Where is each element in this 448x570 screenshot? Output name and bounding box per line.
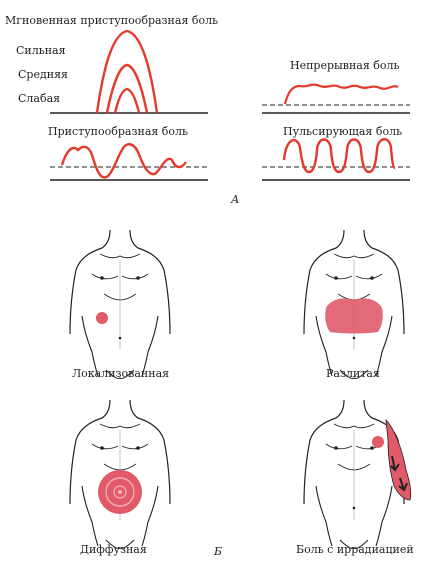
instant-pain-title: Мгновенная приступообразная боль [5,14,219,27]
paroxysmal-pain-curve [60,143,187,179]
continuous-pain-graph [262,83,410,114]
paroxysmal-pain-title: Приступообразная боль [48,125,189,138]
torso-localized [69,229,171,380]
spread-pain-area [325,298,383,334]
panel-a-label: А [231,193,240,206]
level-strong-label: Сильная [16,44,66,57]
irradiation-arrow-1 [390,455,400,472]
pulsating-pain-curve [282,138,396,174]
continuous-pain-title: Непрерывная боль [290,59,400,72]
level-weak-label: Слабая [18,92,61,105]
irradiation-arrow-2 [398,477,408,492]
pulsating-pain-title: Пульсирующая боль [283,125,403,138]
continuous-pain-curve [283,83,399,105]
pulsating-pain-graph [262,138,410,181]
torso-diffuse [69,399,171,550]
irradiation-band [385,418,412,501]
torso-irradiating [303,399,412,550]
panel-b-label: Б [214,545,223,558]
weak-pain-curve [113,87,141,114]
torso-spread [303,229,405,380]
irradiating-label: Боль с иррадиацией [296,543,414,556]
paroxysmal-pain-graph [50,143,208,181]
diffuse-label: Диффузная [80,543,147,556]
irradiating-pain-source [372,436,384,448]
strong-pain-curve [95,29,159,114]
instant-pain-graph [50,29,208,114]
localized-label: Локализованная [72,367,170,380]
level-medium-label: Средняя [18,68,68,81]
localized-pain-area [96,312,108,324]
medium-pain-curve [105,63,149,114]
spread-label: Разлитая [326,367,380,380]
